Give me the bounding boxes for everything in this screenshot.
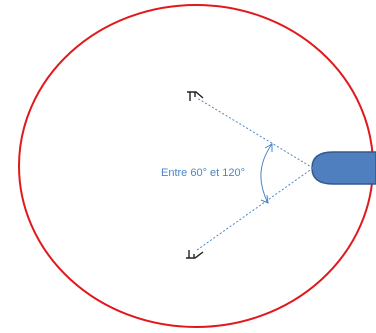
speaker-icon-top [187, 91, 204, 101]
angle-arc [260, 143, 273, 204]
listener-shape [311, 151, 376, 185]
speaker-icon-bottom [186, 250, 204, 259]
guide-line-top [196, 97, 314, 169]
guide-line-bottom [196, 167, 314, 251]
arc-arrowhead-bottom [260, 194, 269, 204]
arc-arrowhead-top [264, 143, 273, 152]
angle-label: Entre 60° et 120° [161, 167, 245, 179]
